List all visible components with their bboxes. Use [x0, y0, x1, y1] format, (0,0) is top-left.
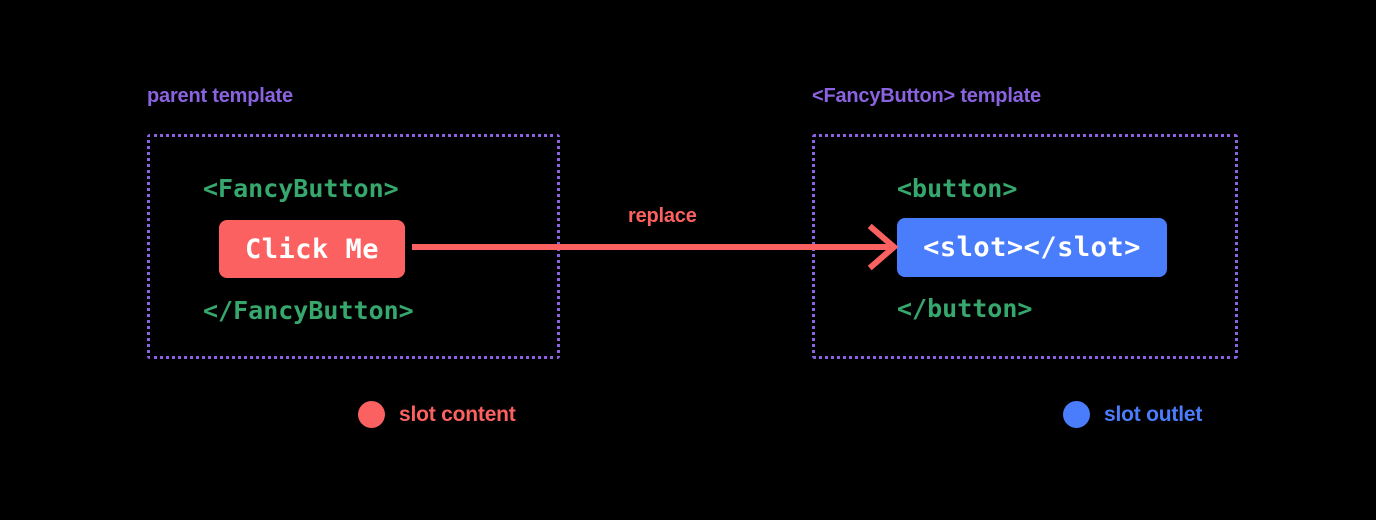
fancybutton-close-tag: </FancyButton>: [203, 296, 414, 325]
legend-item-slot-content: slot content: [358, 401, 516, 428]
slot-content-swatch-icon: [358, 401, 385, 428]
slot-outlet-chip[interactable]: <slot></slot>: [897, 218, 1167, 277]
parent-template-label: parent template: [147, 85, 293, 107]
button-close-tag: </button>: [897, 294, 1033, 323]
button-open-tag: <button>: [897, 174, 1018, 203]
replace-arrow-label: replace: [628, 205, 697, 227]
legend-label-slot-content: slot content: [399, 402, 516, 426]
legend-label-slot-outlet: slot outlet: [1104, 402, 1203, 426]
legend-item-slot-outlet: slot outlet: [1063, 401, 1202, 428]
slot-outlet-swatch-icon: [1063, 401, 1090, 428]
fancybutton-open-tag: <FancyButton>: [203, 174, 399, 203]
slot-content-chip[interactable]: Click Me: [219, 220, 405, 278]
fancybutton-template-label: <FancyButton> template: [812, 85, 1041, 107]
